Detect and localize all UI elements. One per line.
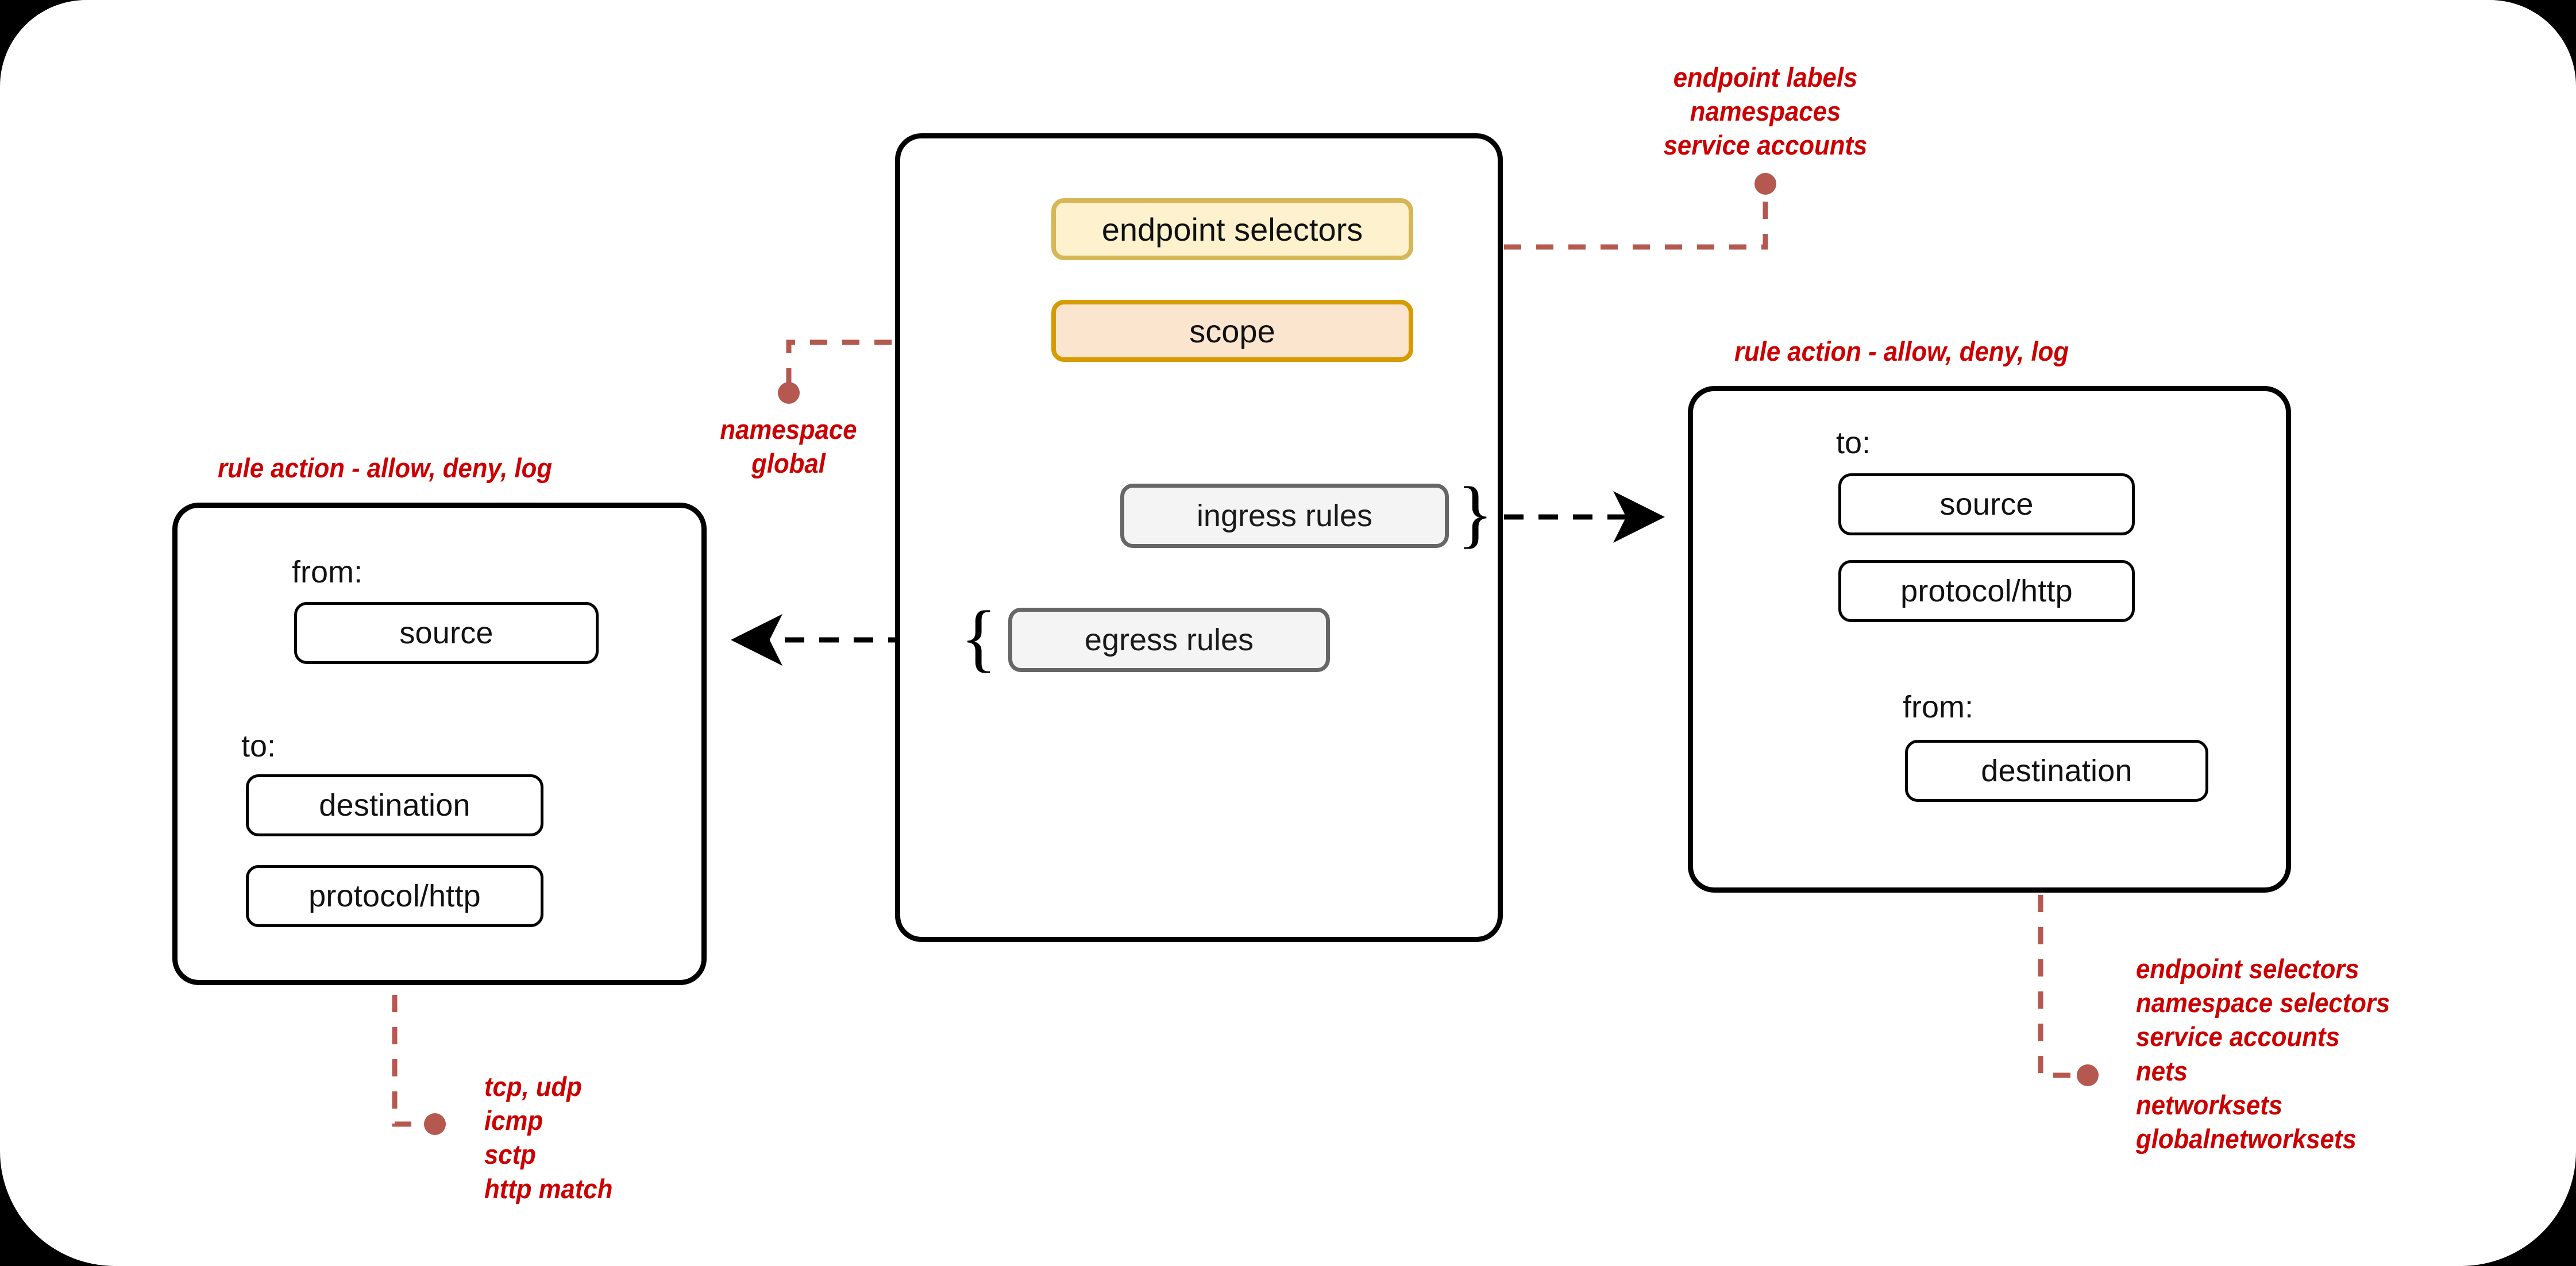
ingress-rules-brace: }: [1457, 471, 1494, 555]
ingress-rule-action-annotation: rule action - allow, deny, log: [1734, 336, 2069, 366]
ingress-to-protocol-label: protocol/http: [1900, 574, 2073, 608]
egress-rules-box[interactable]: egress rules: [1008, 608, 1330, 672]
scope-label: scope: [1189, 312, 1275, 349]
ingress-to-label: to:: [1836, 426, 1871, 460]
egress-to-protocol-label: protocol/http: [308, 879, 481, 913]
egress-from-label: from:: [292, 555, 363, 589]
egress-to-protocol-box[interactable]: protocol/http: [246, 865, 543, 927]
egress-to-destination-label: destination: [319, 788, 471, 823]
ingress-rules-box[interactable]: ingress rules: [1120, 484, 1449, 548]
scope-box[interactable]: scope: [1051, 300, 1413, 362]
egress-rules-label: egress rules: [1084, 623, 1254, 657]
endpoint-selectors-label: endpoint selectors: [1101, 211, 1363, 248]
protocol-left-annotation: tcp, udp icmp sctp http match: [484, 1071, 613, 1204]
egress-to-destination-box[interactable]: destination: [246, 774, 543, 836]
scope-annotation: namespace global: [720, 414, 857, 479]
egress-rules-brace: {: [961, 595, 997, 680]
ingress-from-label: from:: [1903, 690, 1974, 724]
egress-rule-action-annotation: rule action - allow, deny, log: [217, 453, 553, 483]
destination-right-annotation: endpoint selectors namespace selectors s…: [2136, 954, 2390, 1155]
ingress-rule-panel: [1688, 386, 2291, 893]
ingress-rules-label: ingress rules: [1196, 499, 1373, 533]
egress-from-source-label: source: [399, 616, 493, 650]
ingress-to-protocol-box[interactable]: protocol/http: [1838, 560, 2135, 622]
egress-from-source-box[interactable]: source: [294, 602, 599, 664]
ingress-from-destination-label: destination: [1981, 754, 2132, 788]
egress-to-label: to:: [241, 729, 276, 763]
ingress-from-destination-box[interactable]: destination: [1905, 740, 2208, 802]
ingress-to-source-box[interactable]: source: [1838, 473, 2135, 535]
endpoint-selectors-annotation: endpoint labels namespaces service accou…: [1663, 62, 1868, 161]
ingress-to-source-label: source: [1939, 487, 2034, 522]
endpoint-selectors-box[interactable]: endpoint selectors: [1051, 198, 1413, 260]
